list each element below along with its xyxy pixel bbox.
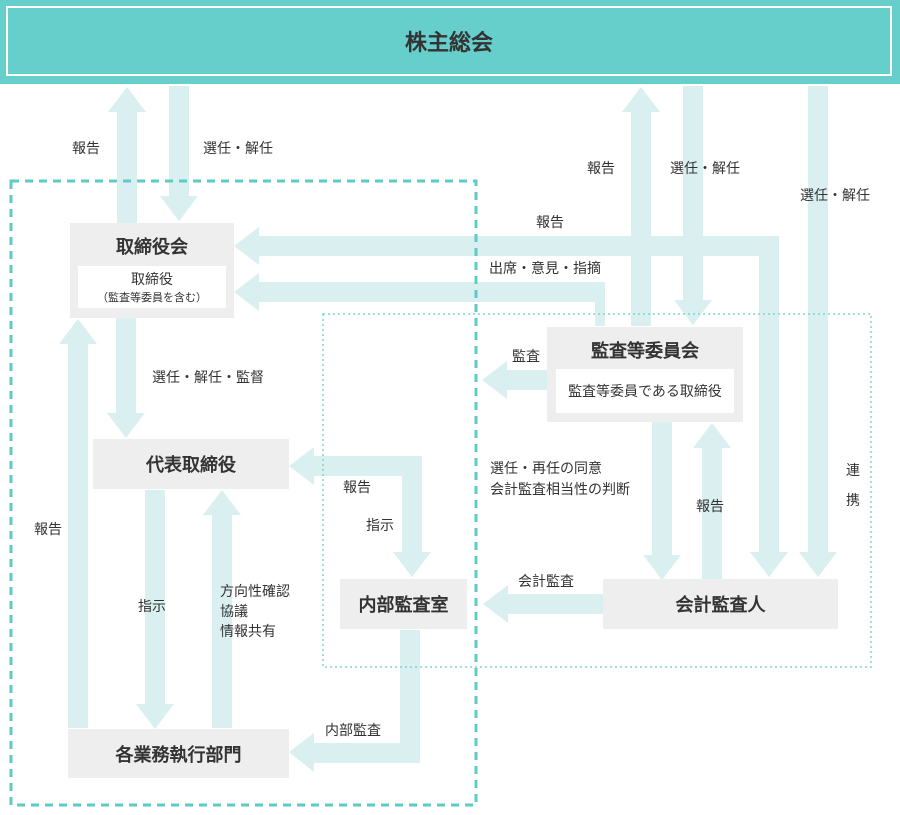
shareholders-meeting-box: 株主総会 [0, 0, 900, 84]
arrow-rep-internal [289, 447, 431, 577]
label-consent-line2: 会計監査相当性の判断 [490, 482, 630, 498]
audit-committee-inner-text: 監査等委員である取締役 [568, 384, 722, 400]
board-box: 取締役会 取締役 （監査等委員を含む） [70, 223, 234, 318]
label-coop-2: 携 [846, 493, 860, 509]
label-elect-dismiss-auditor: 選任・解任 [800, 188, 870, 204]
accounting-auditor-title: 会計監査人 [675, 595, 766, 616]
arrow-units-report-board-up [59, 319, 97, 728]
label-elect-dismiss-supervise: 選任・解任・監督 [152, 370, 264, 386]
board-title: 取締役会 [116, 237, 188, 258]
business-units-title: 各業務執行部門 [115, 744, 242, 766]
label-report-units-board: 報告 [34, 522, 62, 538]
arrow-ac-consent-down [643, 422, 681, 580]
arrow-auditor-to-internal-left [483, 585, 603, 623]
audit-committee-box: 監査等委員会 監査等委員である取締役 [547, 327, 743, 422]
board-inner-sub: （監査等委員を含む） [97, 291, 207, 304]
label-accounting-audit: 会計監査 [518, 574, 574, 590]
label-report-internal-rep: 報告 [343, 480, 371, 496]
arrow-board-elect-rep-down [107, 318, 145, 438]
label-instruct-units: 指示 [138, 599, 166, 615]
label-report-ac-gm: 報告 [587, 161, 615, 177]
arrow-ac-report-up [622, 87, 660, 326]
arrow-units-share-rep-up [203, 490, 241, 728]
label-share-line2: 協議 [220, 604, 248, 620]
arrow-internal-audit-units [289, 630, 420, 772]
arrow-ac-audit-left [482, 361, 548, 399]
audit-boundary [322, 313, 872, 668]
label-elect-dismiss-ac: 選任・解任 [670, 161, 740, 177]
label-report-auditor-board: 報告 [536, 215, 564, 231]
representative-director-box: 代表取締役 [93, 439, 289, 489]
shareholders-meeting-title: 株主総会 [404, 31, 493, 56]
label-report-board-gm: 報告 [72, 141, 100, 157]
board-inner: 取締役 （監査等委員を含む） [78, 266, 226, 308]
arrow-rep-instruct-units-down [136, 490, 174, 729]
arrow-board-report-up [108, 87, 146, 224]
label-attend-opinion: 出席・意見・指摘 [489, 261, 601, 277]
board-boundary [9, 179, 478, 807]
label-share-line1: 方向性確認 [220, 584, 290, 600]
arrow-gm-elect-board-down [160, 86, 198, 221]
label-internal-audit: 内部監査 [325, 723, 381, 739]
arrow-gm-elect-ac-down [674, 86, 712, 325]
board-inner-main: 取締役 [131, 272, 173, 288]
label-coop-1: 連 [846, 463, 860, 479]
internal-audit-box: 内部監査室 [340, 579, 467, 629]
arrow-auditor-report-ac-up [693, 423, 731, 580]
business-units-box: 各業務執行部門 [68, 729, 289, 778]
label-instruct-internal: 指示 [366, 518, 394, 534]
label-audit: 監査 [512, 349, 540, 365]
internal-audit-title: 内部監査室 [358, 595, 449, 616]
label-consent-line1: 選任・再任の同意 [490, 461, 602, 477]
accounting-auditor-box: 会計監査人 [603, 579, 838, 629]
label-elect-dismiss-board: 選任・解任 [203, 141, 273, 157]
arrow-gm-elect-auditor-down [799, 86, 837, 577]
label-share-line3: 情報共有 [220, 624, 276, 640]
audit-committee-title: 監査等委員会 [591, 341, 699, 362]
arrow-ac-attend-board [234, 273, 605, 326]
representative-director-title: 代表取締役 [146, 455, 236, 476]
label-report-auditor-ac: 報告 [696, 499, 724, 515]
audit-committee-inner: 監査等委員である取締役 [556, 369, 734, 413]
